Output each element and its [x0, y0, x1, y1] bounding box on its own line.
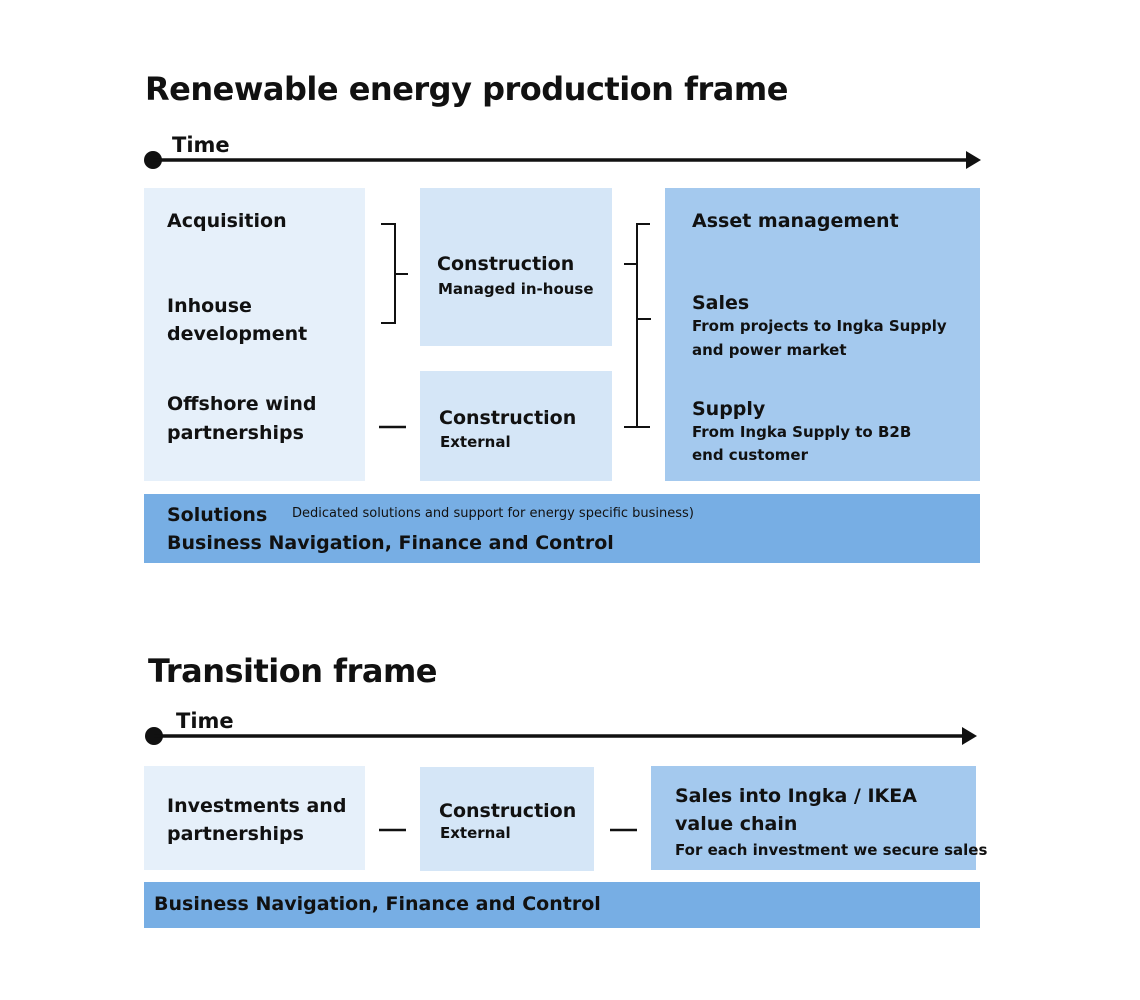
construction-external-title: Construction [439, 407, 577, 429]
inhouse-label-line2: development [167, 323, 308, 345]
frame1-time-label: Time [172, 133, 230, 157]
frame1-construction-external-box [420, 371, 612, 481]
frame1-title: Renewable energy production frame [145, 70, 788, 108]
frame2-support-band [144, 882, 980, 928]
bnfc-label-frame1: Business Navigation, Finance and Control [167, 532, 614, 554]
construction-external-sub: External [440, 433, 511, 451]
inhouse-label-line1: Inhouse [167, 295, 252, 317]
frame2-time-label: Time [176, 709, 234, 733]
frame1-bracket-right [624, 223, 651, 428]
frame2-construction-box [420, 767, 594, 871]
sales-title: Sales [692, 292, 750, 314]
supply-title: Supply [692, 398, 766, 420]
frame1-bracket-left [381, 223, 408, 324]
solutions-note: Dedicated solutions and support for ener… [292, 506, 694, 521]
frame1-timeline-arrow [144, 151, 981, 169]
frame1-operations-column [665, 188, 980, 481]
frame2-timeline-arrow [145, 727, 977, 745]
investments-line2: partnerships [167, 823, 304, 845]
frame2-sales-note: For each investment we secure sales [675, 841, 988, 859]
investments-line1: Investments and [167, 795, 347, 817]
bnfc-label-frame2: Business Navigation, Finance and Control [154, 893, 601, 915]
acquisition-label: Acquisition [167, 210, 287, 232]
frame2-sales-line2: value chain [675, 813, 798, 835]
frame2-investments-box [144, 766, 365, 870]
sales-line2: and power market [692, 341, 847, 359]
frame2-construction-sub: External [440, 824, 511, 842]
construction-inhouse-title: Construction [437, 253, 575, 275]
frame1-support-band [144, 494, 980, 563]
offshore-label-line2: partnerships [167, 422, 304, 444]
offshore-label-line1: Offshore wind [167, 393, 317, 415]
supply-line1: From Ingka Supply to B2B [692, 423, 912, 441]
supply-line2: end customer [692, 446, 808, 464]
frame1-development-column [144, 188, 365, 481]
frame2-title: Transition frame [148, 652, 438, 690]
frame2-sales-box [651, 766, 976, 870]
construction-inhouse-sub: Managed in-house [438, 280, 594, 298]
asset-management-label: Asset management [692, 210, 899, 232]
frame2-sales-line1: Sales into Ingka / IKEA [675, 785, 917, 807]
sales-line1: From projects to Ingka Supply [692, 317, 947, 335]
solutions-label: Solutions [167, 504, 268, 526]
frame1-construction-inhouse-box [420, 188, 612, 346]
frame2-construction-title: Construction [439, 800, 577, 822]
